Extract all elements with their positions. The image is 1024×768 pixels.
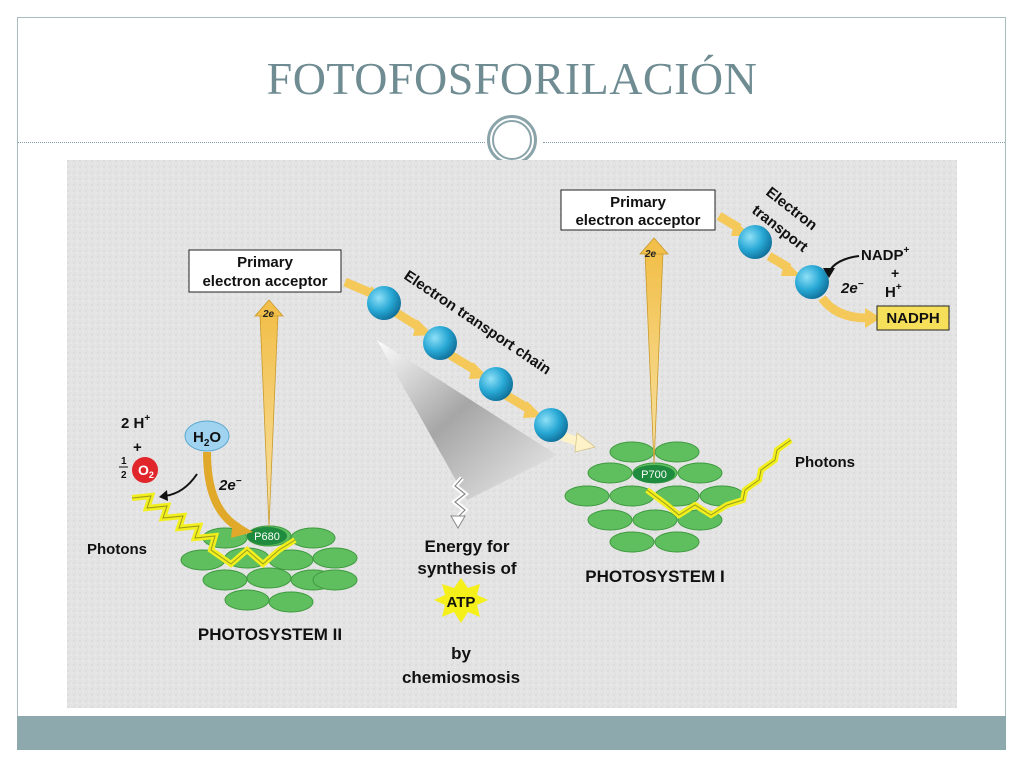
psi-primary-acceptor-box bbox=[560, 189, 716, 231]
energy-cone bbox=[377, 340, 557, 500]
water-electrons-label: 2e− bbox=[218, 476, 242, 494]
etc-carrier-2 bbox=[423, 326, 457, 360]
nadph-output-arrow bbox=[818, 295, 868, 323]
psi-plus-sign: + bbox=[891, 265, 899, 281]
water-label: H2O bbox=[193, 429, 221, 449]
atp-burst bbox=[434, 578, 488, 623]
etc-carrier-3 bbox=[479, 367, 513, 401]
title-divider-left bbox=[18, 142, 485, 143]
nadph-box bbox=[876, 305, 950, 331]
psi-carrier-1 bbox=[738, 225, 772, 259]
nadp-label: NADP+ bbox=[861, 245, 910, 264]
chemiosmosis-text: chemiosmosis bbox=[402, 668, 520, 687]
psi-acceptor-line1: Primary bbox=[610, 194, 667, 211]
title-divider-right bbox=[543, 142, 1005, 143]
energy-text-line2: synthesis of bbox=[417, 559, 517, 578]
psi-label: PHOTOSYSTEM I bbox=[585, 567, 725, 586]
oxygen-molecule bbox=[132, 457, 158, 483]
atp-label: ATP bbox=[447, 594, 476, 611]
psi-acceptor-line2: electron acceptor bbox=[575, 212, 700, 229]
psii-primary-acceptor-box bbox=[188, 249, 342, 293]
slide-title: FOTOFOSFORILACIÓN bbox=[266, 53, 758, 104]
water-molecule bbox=[184, 420, 230, 452]
svg-text:P680: P680 bbox=[254, 531, 280, 543]
psii-plus-sign: + bbox=[133, 439, 142, 456]
energy-squiggle-outline bbox=[454, 477, 466, 519]
psi-beam-electrons: 2e bbox=[644, 249, 657, 260]
psii-acceptor-line1: Primary bbox=[237, 254, 294, 271]
half-denominator: 2 bbox=[121, 470, 127, 481]
half-numerator: 1 bbox=[121, 456, 127, 467]
etc-carrier-1 bbox=[367, 286, 401, 320]
etc-carrier-4 bbox=[534, 408, 568, 442]
psi-reaction-center: P700 bbox=[633, 465, 675, 483]
by-text: by bbox=[451, 644, 471, 663]
psii-photons-label: Photons bbox=[87, 541, 147, 558]
nadph-label: NADPH bbox=[886, 310, 939, 327]
svg-text:P700: P700 bbox=[641, 469, 667, 481]
psi-carrier-2 bbox=[795, 265, 829, 299]
photophosphorylation-diagram: Electron transport chain Energy for synt… bbox=[67, 160, 957, 708]
psii-beam-electrons: 2e bbox=[262, 309, 275, 320]
psii-acceptor-line2: electron acceptor bbox=[202, 273, 327, 290]
energy-text-line1: Energy for bbox=[424, 537, 509, 556]
h-label: H+ bbox=[885, 282, 902, 301]
psii-reaction-center: P680 bbox=[247, 527, 287, 545]
oxygen-label: O2 bbox=[138, 462, 154, 480]
psi-photons-label: Photons bbox=[795, 454, 855, 471]
nadp-electrons-label: 2e− bbox=[840, 279, 864, 297]
footer-bar bbox=[17, 716, 1006, 750]
psii-label: PHOTOSYSTEM II bbox=[198, 625, 342, 644]
divider-ring-inner bbox=[492, 120, 532, 160]
protons-label: 2 H+ bbox=[121, 413, 150, 432]
oxygen-release-arrow bbox=[164, 473, 198, 497]
